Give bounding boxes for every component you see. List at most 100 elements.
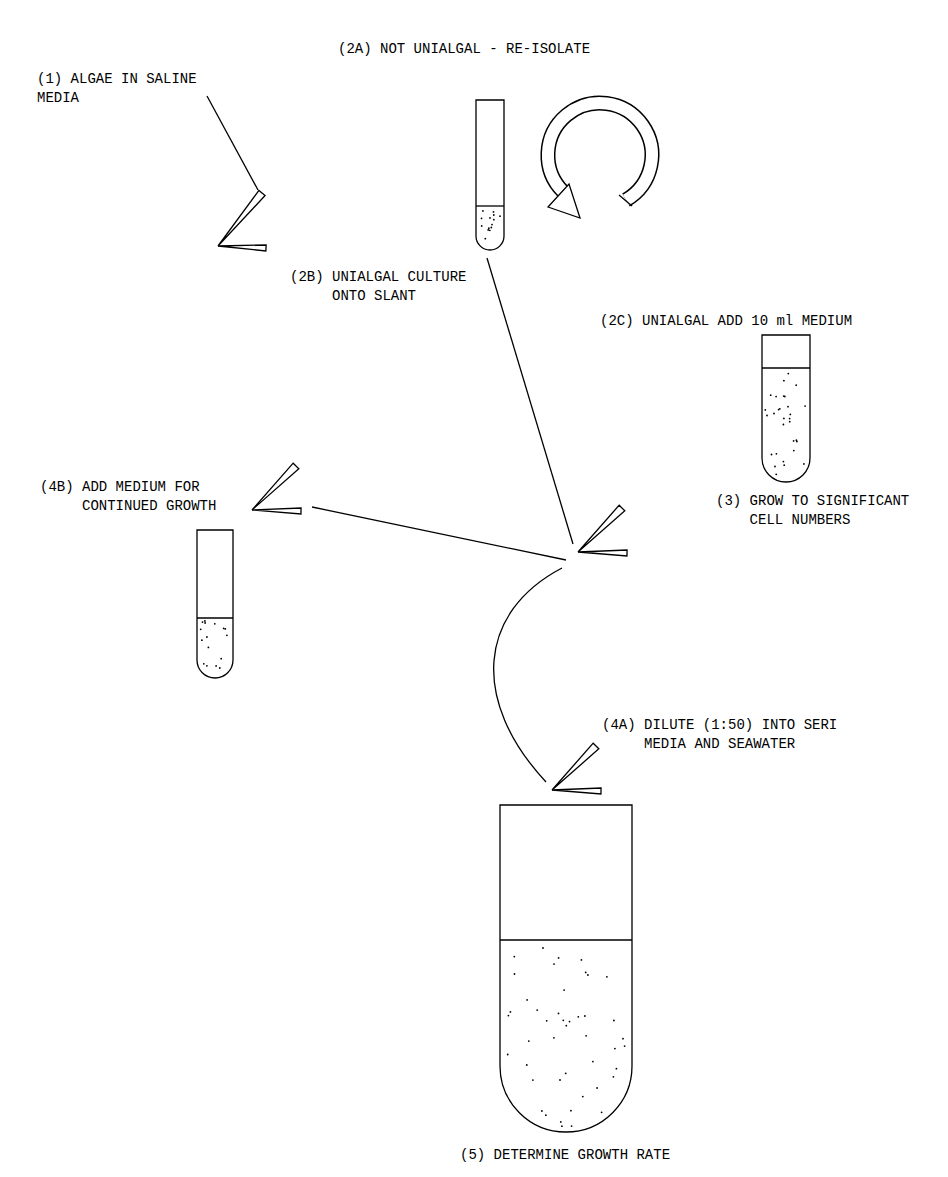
- cell-dot: [508, 1015, 510, 1017]
- cell-dot: [481, 217, 483, 219]
- cell-dot: [491, 224, 493, 226]
- cell-dot: [219, 667, 221, 669]
- cell-dot: [204, 622, 206, 624]
- cell-dot: [783, 380, 785, 382]
- cell-dot: [569, 1021, 571, 1023]
- cell-dot: [487, 229, 489, 231]
- cell-dot: [223, 628, 225, 630]
- cell-dot: [783, 464, 785, 466]
- cell-dot: [513, 956, 515, 958]
- cell-dot: [783, 418, 785, 420]
- step-label: (2B) UNIALGAL CULTURE ONTO SLANT: [290, 268, 475, 306]
- cell-dot: [789, 421, 791, 423]
- cell-dot: [793, 450, 795, 452]
- cell-dot: [528, 1040, 530, 1042]
- cell-dot: [789, 418, 791, 420]
- cell-dot: [565, 1025, 567, 1027]
- cell-dot: [536, 1009, 538, 1011]
- pipette: [578, 505, 625, 552]
- cell-dot: [766, 415, 768, 417]
- leader-line: [207, 96, 258, 190]
- recycle-arrow-head: [548, 184, 580, 218]
- cell-dot: [783, 461, 785, 463]
- cell-dot: [771, 454, 773, 456]
- cell-dot: [490, 227, 492, 229]
- cell-dot: [224, 628, 226, 630]
- pipette: [218, 245, 266, 251]
- cell-dot: [793, 440, 795, 442]
- cell-dots: [507, 947, 626, 1127]
- cell-dot: [565, 1072, 567, 1074]
- cell-dot: [220, 658, 222, 660]
- cell-dot: [489, 229, 491, 231]
- cell-dot: [570, 1110, 572, 1112]
- cell-dot: [562, 1019, 564, 1021]
- liquid-level: [500, 939, 632, 940]
- pipette: [552, 788, 601, 794]
- cell-dot: [484, 238, 486, 240]
- pipette: [218, 190, 265, 246]
- cell-dot: [584, 1015, 586, 1017]
- cell-dot: [514, 973, 516, 975]
- cell-dot: [601, 1111, 603, 1113]
- cell-dot: [526, 999, 528, 1001]
- cell-dot: [582, 1096, 584, 1098]
- cell-dot: [493, 219, 495, 221]
- cell-dot: [499, 215, 501, 217]
- cell-dot: [558, 1013, 560, 1015]
- test-tube: [197, 530, 233, 678]
- pipette: [252, 508, 301, 514]
- cell-dot: [488, 227, 490, 229]
- cell-dot: [208, 647, 210, 649]
- pipette: [252, 463, 299, 510]
- cell-dot: [592, 1061, 594, 1063]
- cell-dot: [481, 225, 483, 227]
- cell-dot: [764, 409, 766, 411]
- liquid-level: [197, 617, 233, 618]
- recycle-arrow-fill: [548, 103, 652, 200]
- cell-dot: [774, 466, 776, 468]
- cell-dot: [553, 963, 555, 965]
- cell-dot: [204, 620, 206, 622]
- cell-dot: [542, 947, 544, 949]
- cell-dot: [563, 989, 565, 991]
- cell-dot: [787, 373, 789, 375]
- test-tube: [476, 100, 504, 250]
- cell-dots: [481, 210, 501, 240]
- cell-dot: [545, 1114, 547, 1116]
- cell-dot: [571, 1125, 573, 1127]
- cell-dot: [776, 453, 778, 455]
- cell-dot: [622, 1038, 624, 1040]
- cell-dot: [493, 214, 495, 216]
- step-label: (4B) ADD MEDIUM FOR CONTINUED GROWTH: [40, 478, 221, 516]
- cell-dots: [764, 373, 806, 475]
- step-label: (2C) UNIALGAL ADD 10 ml MEDIUM: [600, 312, 852, 331]
- cell-dot: [787, 406, 789, 408]
- cell-dot: [775, 473, 777, 475]
- cell-dot: [510, 1011, 512, 1013]
- cell-dot: [789, 414, 791, 416]
- cell-dot: [546, 1020, 548, 1022]
- recycle-arrow-outline: [548, 103, 652, 200]
- pipettes: [218, 190, 627, 794]
- cell-dots: [200, 620, 228, 669]
- cell-dot: [624, 1045, 626, 1047]
- cell-dot: [206, 636, 208, 638]
- cell-dot: [226, 634, 228, 636]
- cell-dot: [778, 409, 780, 411]
- flow-line: [487, 258, 573, 544]
- cell-dot: [596, 1087, 598, 1089]
- cell-dot: [773, 413, 775, 415]
- cell-dot: [784, 396, 786, 398]
- flow-curve: [494, 568, 562, 782]
- step-label: (3) GROW TO SIGNIFICANT CELL NUMBERS: [716, 492, 918, 530]
- cell-dot: [613, 1076, 615, 1078]
- step-label: (5) DETERMINE GROWTH RATE: [460, 1146, 670, 1165]
- cell-dot: [203, 663, 205, 665]
- cell-dot: [558, 957, 560, 959]
- cell-dot: [489, 217, 491, 219]
- liquid-level: [476, 205, 504, 206]
- cell-dot: [585, 1035, 587, 1037]
- step-label: (4A) DILUTE (1:50) INTO SERI MEDIA AND S…: [602, 716, 841, 754]
